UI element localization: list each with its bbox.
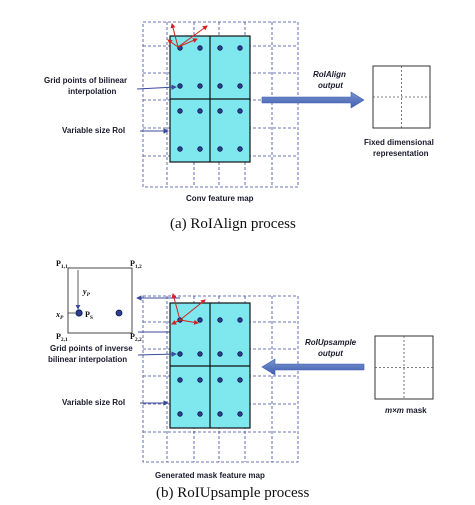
mask-label: m×m mask bbox=[385, 406, 427, 415]
mask-box bbox=[374, 335, 434, 400]
grid-points-pointer bbox=[136, 84, 177, 90]
bilinear-inset: P1,1 P1,2 P2,1 P2,2 yP xP PS bbox=[55, 259, 142, 343]
svg-text:P1,2: P1,2 bbox=[130, 259, 142, 270]
fixed-label-line2: representation bbox=[373, 149, 429, 158]
inverse-red-arrows bbox=[171, 293, 206, 325]
roialign-output-label: RoIAlign bbox=[313, 70, 346, 79]
svg-text:P2,2: P2,2 bbox=[130, 332, 142, 343]
label-inverse-grid-points-line2: bilinear interpolation bbox=[48, 355, 127, 364]
svg-text:P2,1: P2,1 bbox=[56, 332, 68, 343]
label-variable-size-roi-b: Variable size RoI bbox=[62, 398, 125, 407]
roiupsample-output-label: RoIUpsample bbox=[305, 338, 357, 347]
svg-text:yP: yP bbox=[82, 287, 91, 298]
panel-b: P1,1 P1,2 P2,1 P2,2 yP xP PS bbox=[48, 259, 434, 501]
label-inverse-grid-points: Grid points of inverse bbox=[50, 344, 133, 353]
caption-b: (b) RoIUpsample process bbox=[156, 485, 309, 501]
svg-text:PS: PS bbox=[85, 310, 93, 321]
fixed-dimensional-box bbox=[372, 65, 431, 129]
caption-a: (a) RoIAlign process bbox=[170, 216, 296, 232]
roialign-output-label-line2: output bbox=[318, 81, 343, 90]
interpolation-red-arrows bbox=[167, 23, 208, 48]
roiupsample-output-arrow bbox=[261, 358, 365, 376]
svg-text:xP: xP bbox=[55, 310, 64, 321]
fixed-label: Fixed dimensional bbox=[364, 138, 434, 147]
inverse-grid-pointer bbox=[137, 351, 177, 357]
bilinear-grid-points bbox=[177, 45, 243, 152]
svg-text:P1,1: P1,1 bbox=[56, 259, 68, 270]
mask-feature-map-label: Generated mask feature map bbox=[155, 471, 265, 480]
roialign-output-arrow bbox=[261, 91, 365, 109]
label-grid-points-line2: interpolation bbox=[68, 87, 117, 96]
label-grid-points: Grid points of bilinear bbox=[44, 76, 127, 85]
conv-feature-map-label: Conv feature map bbox=[186, 194, 254, 203]
panel-a: Grid points of bilinear interpolation Va… bbox=[44, 21, 434, 232]
roiupsample-output-label-line2: output bbox=[318, 349, 343, 358]
label-variable-size-roi: Variable size RoI bbox=[62, 126, 125, 135]
